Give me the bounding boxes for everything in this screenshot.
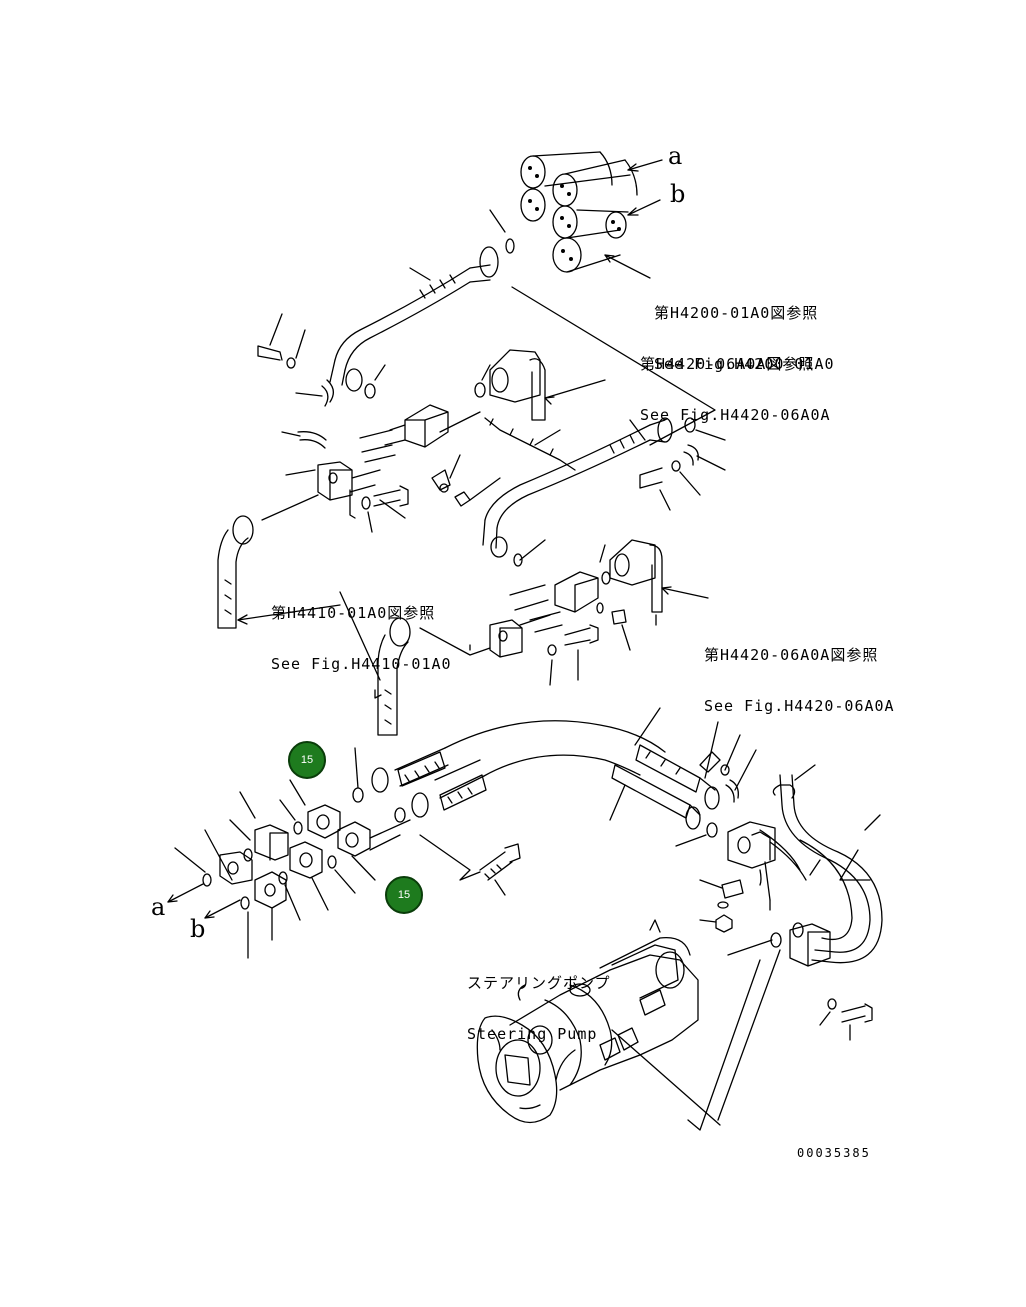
upper-left-fittings <box>257 313 576 533</box>
reference-en: See Fig.H4200-01A0 <box>654 355 835 373</box>
lower-hoses <box>371 707 757 847</box>
left-vertical-hose <box>217 494 381 681</box>
steering-pump-label: ステアリングポンプ Steering Pump <box>467 941 611 1077</box>
upper-hose <box>329 209 515 392</box>
lower-left-flanges <box>167 747 521 959</box>
steering-pump <box>476 919 721 1126</box>
callout-15[interactable]: 15 <box>288 741 326 779</box>
reference-jp: 第H4200-01A0図参照 <box>654 304 819 322</box>
reference-h4410: 第H4410-01A0図参照 See Fig.H4410-01A0 <box>271 571 452 707</box>
upper-right-unit <box>489 349 606 421</box>
right-u-pipes <box>699 764 883 1041</box>
pump-label-jp: ステアリングポンプ <box>467 974 611 992</box>
middle-block-group <box>469 539 709 686</box>
reference-en: See Fig.H4410-01A0 <box>271 655 452 673</box>
port-label-a: a <box>668 142 683 170</box>
port-label-a: a <box>151 893 166 921</box>
port-label-b: b <box>670 180 686 208</box>
drawing-number: 00035385 <box>797 1146 871 1160</box>
middle-hose <box>482 417 726 567</box>
reference-h4420-upper: 第H4420-06A0A図参照 See Fig.H4420-06A0A <box>640 322 831 458</box>
center-vertical-hose <box>374 617 491 736</box>
reference-h4420-lower: 第H4420-06A0A図参照 See Fig.H4420-06A0A <box>704 613 895 749</box>
callout-15[interactable]: 15 <box>385 876 423 914</box>
port-label-b: b <box>190 915 206 943</box>
reference-en: See Fig.H4420-06A0A <box>704 697 895 715</box>
reference-jp: 第H4420-06A0A図参照 <box>640 355 815 373</box>
pump-label-en: Steering Pump <box>467 1025 598 1043</box>
leader-lines-bottom <box>687 939 781 1131</box>
reference-en: See Fig.H4420-06A0A <box>640 406 831 424</box>
reference-h4200: 第H4200-01A0図参照 See Fig.H4200-01A0 <box>654 271 835 407</box>
reference-jp: 第H4420-06A0A図参照 <box>704 646 879 664</box>
valve-block-top <box>520 151 663 279</box>
leader-line-top <box>511 286 716 446</box>
reference-jp: 第H4410-01A0図参照 <box>271 604 436 622</box>
